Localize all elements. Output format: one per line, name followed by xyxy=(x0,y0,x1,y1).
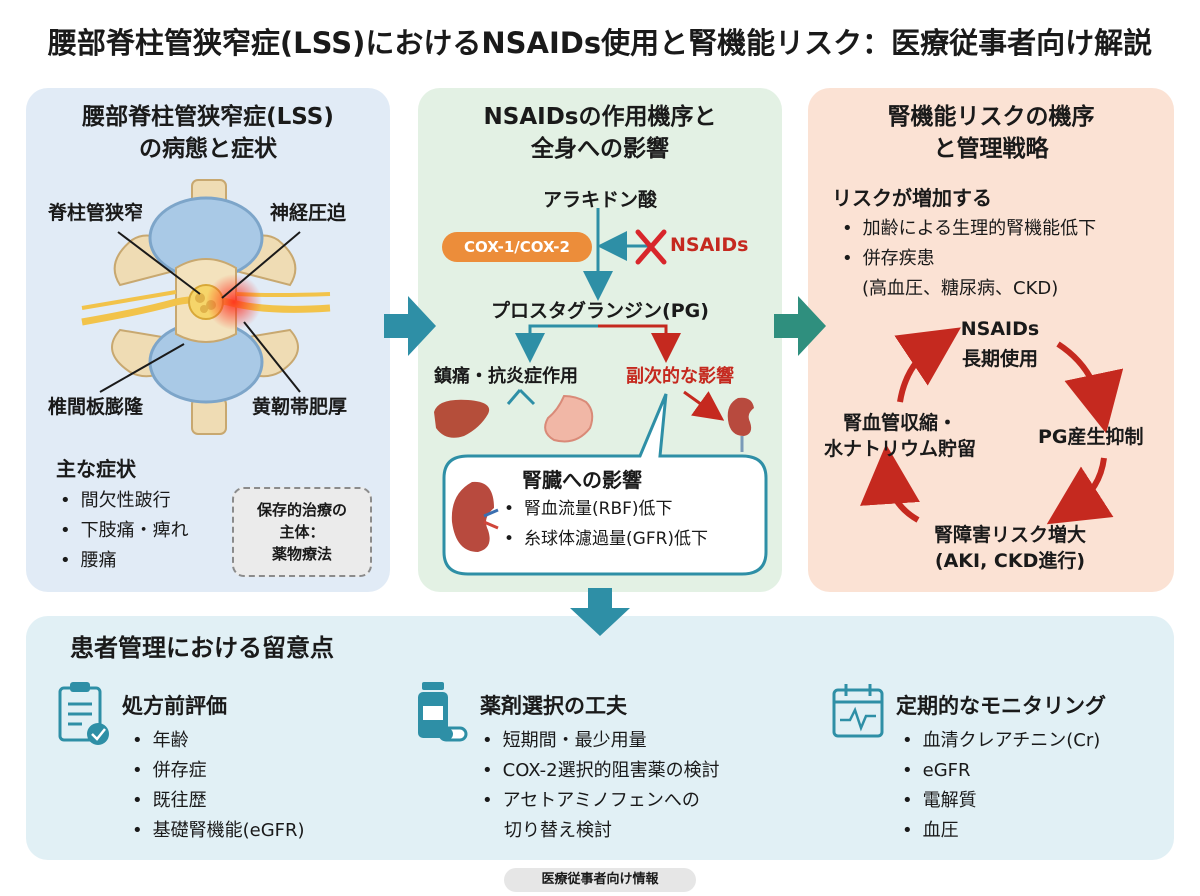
list-item: COX-2選択的阻害薬の検討 xyxy=(482,756,720,786)
list-item: 下肢痛・痺れ xyxy=(60,516,189,546)
vertebra-illustration xyxy=(81,179,331,435)
kidney-icon xyxy=(451,481,494,552)
medicine-bottle-icon xyxy=(418,682,468,742)
prostaglandin: プロスタグランジン(PG) xyxy=(491,300,709,322)
conservative-treatment-box: 保存的治療の 主体： 薬物療法 xyxy=(232,487,372,577)
nsaids-label: NSAIDs xyxy=(670,234,749,256)
arachidonic-acid: アラキドン酸 xyxy=(542,189,657,211)
label-stenosis: 脊柱管狭窄 xyxy=(48,202,144,224)
list-item: 糸球体濾過量(GFR)低下 xyxy=(504,524,708,554)
analgesic-effect: 鎮痛・抗炎症作用 xyxy=(434,366,578,387)
cox-badge: COX-1/COX-2 xyxy=(442,232,592,262)
list-item: 併存症 xyxy=(132,756,305,786)
conservative-line: 保存的治療の xyxy=(256,501,347,519)
kidney-effect-title: 腎臓への影響 xyxy=(522,468,642,492)
management-heading: 患者管理における留意点 xyxy=(70,634,334,662)
list-item: 基礎腎機能(eGFR) xyxy=(132,816,305,846)
cycle-nsaids: NSAIDs xyxy=(960,318,1040,340)
lss-heading-line1: 腰部脊柱管狭窄症(LSS) xyxy=(82,104,334,130)
calendar-monitor-icon xyxy=(832,684,884,738)
conservative-line: 主体： xyxy=(279,523,325,541)
nsaids-heading-line2: 全身への影響 xyxy=(531,136,669,162)
list-item: アセトアミノフェンへの xyxy=(482,786,720,816)
risk-title: リスクが増加する xyxy=(832,186,992,210)
arrow-right-2 xyxy=(774,296,826,356)
col2-list: 短期間・最少用量 COX-2選択的阻害薬の検討 アセトアミノフェンへの xyxy=(482,726,720,816)
kidney-small-icon xyxy=(727,397,754,436)
arrow-down xyxy=(570,588,630,636)
cycle-vasoconstriction: 腎血管収縮・ xyxy=(842,412,957,434)
list-item: 短期間・最少用量 xyxy=(482,726,720,756)
col1-list: 年齢 併存症 既往歴 基礎腎機能(eGFR) xyxy=(132,726,305,846)
cycle-aki-ckd: (AKI, CKD進行) xyxy=(934,550,1086,572)
list-item: 血圧 xyxy=(902,816,1100,846)
list-item: 腎血流量(RBF)低下 xyxy=(504,494,708,524)
symptoms-title: 主な症状 xyxy=(56,457,136,481)
side-effect: 副次的な影響 xyxy=(626,366,734,387)
list-item: 年齢 xyxy=(132,726,305,756)
risk-heading-line1: 腎機能リスクの機序 xyxy=(887,104,1095,130)
list-item: 加齢による生理的腎機能低下 xyxy=(842,214,1096,244)
list-item: 血清クレアチニン(Cr) xyxy=(902,726,1101,756)
risk-heading-line2: と管理戦略 xyxy=(933,136,1049,162)
risk-comorbidities: (高血圧、糖尿病、CKD) xyxy=(862,278,1059,299)
risk-cycle-arrows xyxy=(860,327,1124,525)
symptoms-list: 間欠性跛行 下肢痛・痺れ 腰痛 xyxy=(60,486,189,576)
list-item: 既往歴 xyxy=(132,786,305,816)
lss-heading-line2: の病態と症状 xyxy=(139,136,277,162)
cycle-renal-risk: 腎障害リスク増大 xyxy=(933,524,1086,546)
list-item: eGFR xyxy=(902,756,1100,786)
cycle-sodium-retention: 水ナトリウム貯留 xyxy=(823,438,976,460)
col2-continuation: 切り替え検討 xyxy=(504,820,612,841)
label-nerve-compression: 神経圧迫 xyxy=(270,202,347,224)
risk-list: 加齢による生理的腎機能低下 併存疾患 xyxy=(842,214,1096,274)
list-item: 電解質 xyxy=(902,786,1100,816)
col3-title: 定期的なモニタリング xyxy=(896,694,1106,718)
footer-badge: 医療従事者向け情報 xyxy=(504,868,696,892)
cycle-long-term: 長期使用 xyxy=(961,348,1038,370)
page-title: 腰部脊柱管狭窄症(LSS)におけるNSAIDs使用と腎機能リスク：医療従事者向け… xyxy=(47,26,1153,60)
cycle-pg-inhibition: PG産生抑制 xyxy=(1038,426,1144,448)
inhibit-x-icon xyxy=(635,229,667,265)
clipboard-check-icon xyxy=(58,682,109,745)
list-item: 併存疾患 xyxy=(842,244,1096,274)
label-ligament: 黄靭帯肥厚 xyxy=(252,396,348,418)
label-disc-bulge: 椎間板膨隆 xyxy=(48,396,144,418)
col2-title: 薬剤選択の工夫 xyxy=(480,694,627,718)
list-item: 腰痛 xyxy=(60,546,189,576)
list-item: 間欠性跛行 xyxy=(60,486,189,516)
col3-list: 血清クレアチニン(Cr) eGFR 電解質 血圧 xyxy=(902,726,1101,846)
liver-icon xyxy=(434,399,490,438)
kidney-effect-list: 腎血流量(RBF)低下 糸球体濾過量(GFR)低下 xyxy=(504,494,708,554)
arrow-right-1 xyxy=(384,296,436,356)
col1-title: 処方前評価 xyxy=(122,694,227,718)
nsaids-heading-line1: NSAIDsの作用機序と xyxy=(483,104,717,130)
conservative-line: 薬物療法 xyxy=(271,545,332,563)
stomach-icon xyxy=(544,394,594,443)
